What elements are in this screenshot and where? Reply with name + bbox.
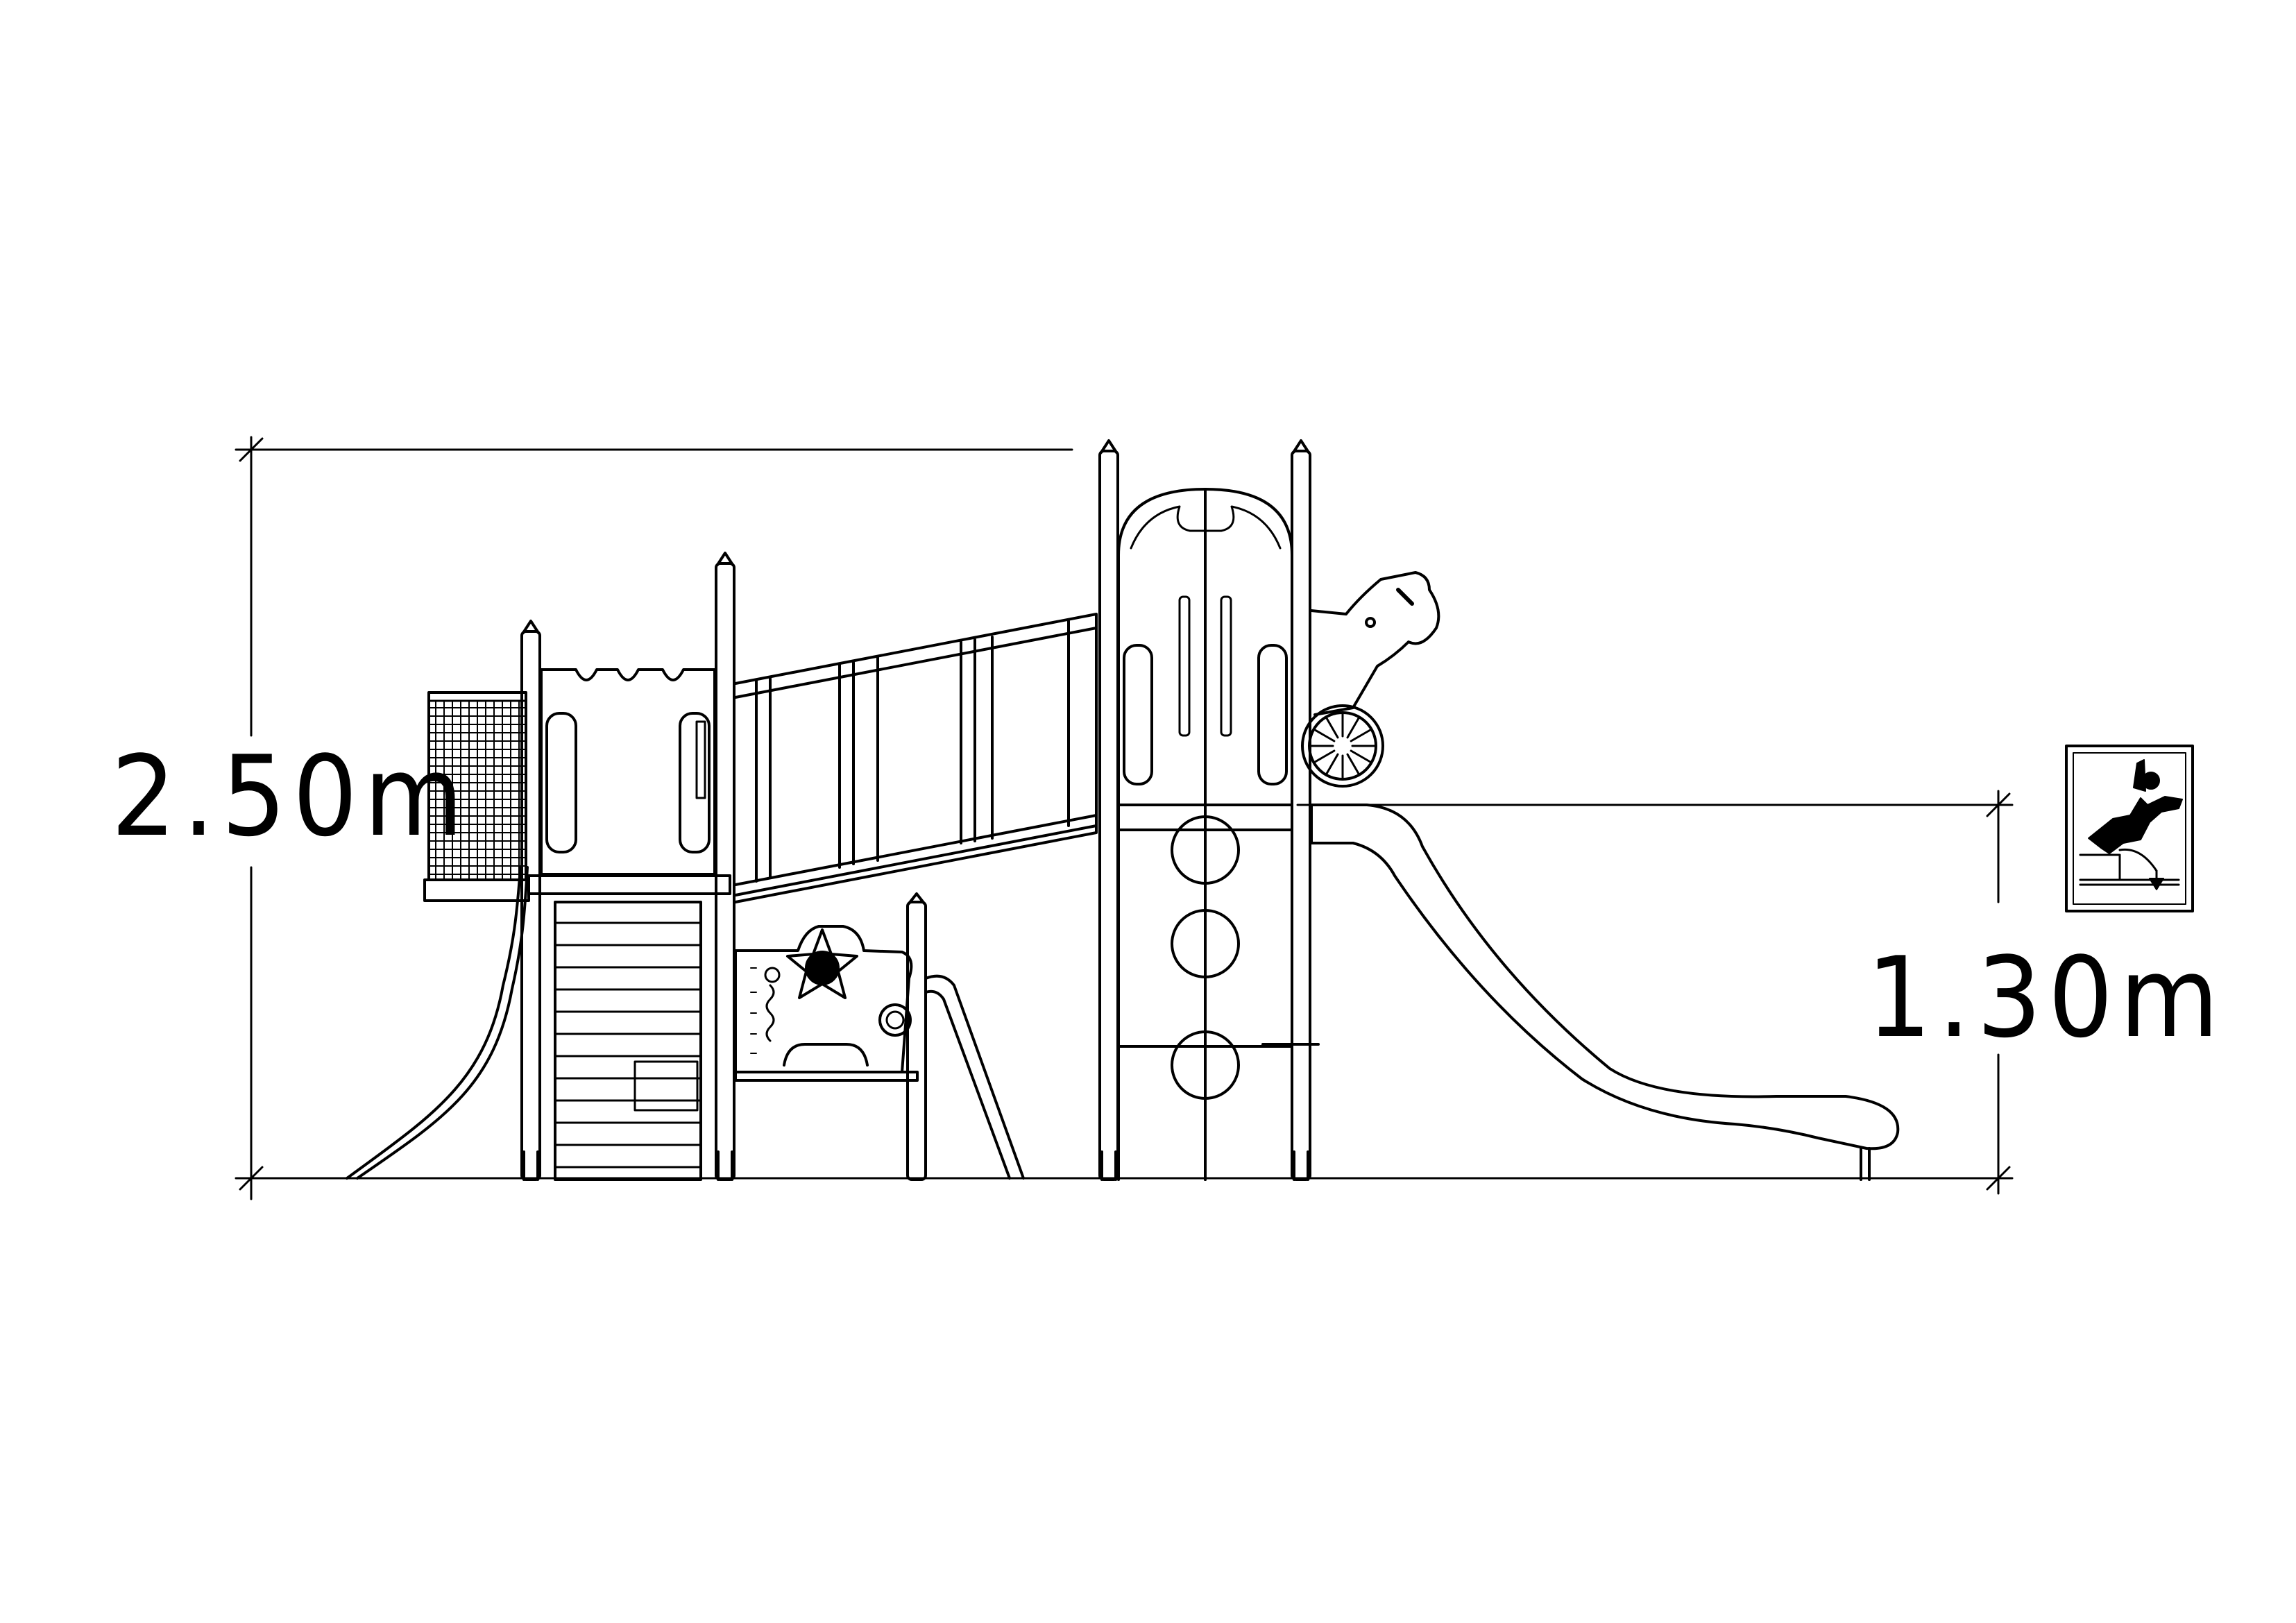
activity-panel xyxy=(735,926,917,1080)
free-fall-height-label: 1.30m xyxy=(1866,933,2226,1062)
left-tower xyxy=(522,553,734,1180)
bridge-walkway xyxy=(735,614,1096,902)
tall-tower xyxy=(1100,441,1310,1180)
main-slide xyxy=(1263,805,1898,1180)
standalone-post xyxy=(908,894,1023,1180)
free-fall-height-icon xyxy=(2066,746,2193,911)
total-height-label: 2.50m xyxy=(111,731,470,861)
climbing-net xyxy=(425,692,529,901)
telescope-panel xyxy=(1302,572,1438,786)
dimension-fall-height xyxy=(1298,791,2012,1193)
post-footings xyxy=(524,1152,1308,1180)
left-slide-curve xyxy=(347,867,527,1178)
